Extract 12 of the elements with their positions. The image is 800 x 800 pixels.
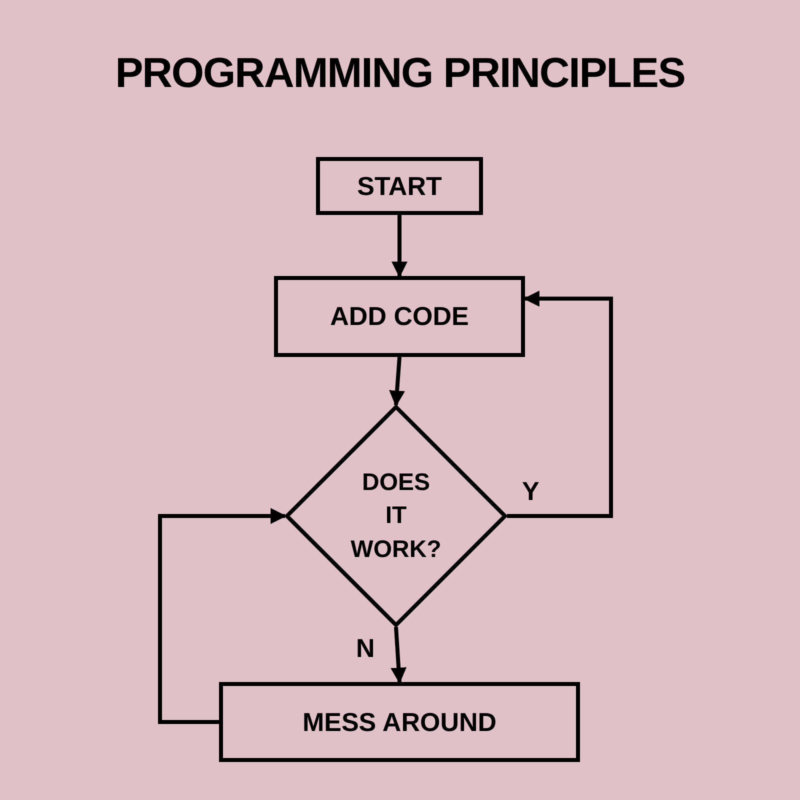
edge-label: N bbox=[355, 635, 376, 661]
arrow bbox=[158, 508, 287, 724]
arrow bbox=[389, 356, 406, 407]
decision-text: DOES IT WORK? bbox=[350, 468, 442, 565]
process-box: START bbox=[316, 157, 483, 215]
process-box: MESS AROUND bbox=[219, 682, 580, 762]
process-box: ADD CODE bbox=[274, 276, 525, 357]
edge-label: Y bbox=[521, 478, 540, 504]
arrow bbox=[390, 626, 407, 684]
arrow bbox=[507, 290, 613, 518]
title: PROGRAMMING PRINCIPLES bbox=[114, 52, 686, 94]
arrow bbox=[392, 215, 408, 278]
